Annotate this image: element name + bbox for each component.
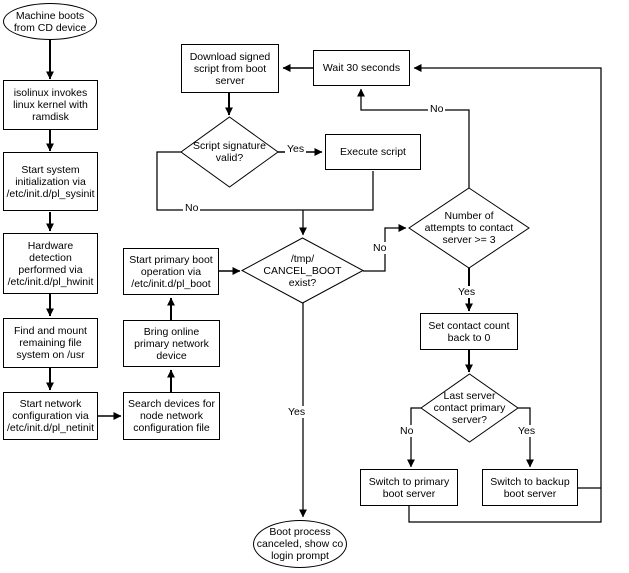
- process-wait-30-seconds: Wait 30 seconds: [313, 50, 410, 86]
- edge-label-signature-yes: Yes: [285, 143, 307, 155]
- edge-label-last-yes: Yes: [516, 425, 538, 437]
- edge-script-signature-no-loop: [156, 151, 374, 211]
- edge-label-attempts-yes: Yes: [456, 286, 478, 298]
- decision-diamond-attempts: [408, 187, 530, 269]
- process-find-mount: Find and mount remaining file system on …: [3, 318, 98, 368]
- process-execute-script: Execute script: [325, 134, 421, 170]
- process-isolinux: isolinux invokes linux kernel with ramdi…: [3, 80, 98, 130]
- process-hwinit: Hardware detection performed via /etc/in…: [3, 233, 98, 294]
- process-set-count: Set contact count back to 0: [420, 313, 518, 350]
- edge-switch-loop-to-wait: [408, 64, 602, 523]
- edge-last-server-no-to-switch-primary: [407, 407, 421, 468]
- edge-label-signature-no: No: [183, 202, 201, 214]
- decision-diamond-cancel-boot: [240, 237, 365, 304]
- process-netinit: Start network configuration via /etc/ini…: [3, 392, 98, 440]
- process-pl-boot: Start primary boot operation via /etc/in…: [123, 248, 219, 295]
- terminator-machine-boots: Machine boots from CD device: [3, 3, 97, 40]
- decision-diamond-last-server: [420, 373, 519, 443]
- process-switch-backup: Switch to backup boot server: [482, 469, 578, 506]
- process-download-script: Download signed script from boot server: [181, 44, 279, 93]
- process-search-devices: Search devices for node network configur…: [123, 392, 220, 440]
- process-switch-primary: Switch to primary boot server: [360, 469, 458, 506]
- edge-label-cancel-no: No: [371, 242, 389, 254]
- edge-label-cancel-yes: Yes: [286, 406, 308, 418]
- edge-label-last-no: No: [398, 425, 416, 437]
- edge-label-attempts-no: No: [428, 103, 446, 115]
- terminator-boot-canceled: Boot process canceled, show co login pro…: [253, 520, 347, 568]
- edge-last-server-yes-to-switch-backup: [518, 407, 534, 468]
- process-bring-online: Bring online primary network device: [123, 320, 220, 367]
- process-sysinit: Start system initialization via /etc/ini…: [3, 152, 98, 211]
- edge-attempts-no-to-wait: [357, 88, 470, 188]
- decision-diamond-script-signature: [180, 116, 279, 188]
